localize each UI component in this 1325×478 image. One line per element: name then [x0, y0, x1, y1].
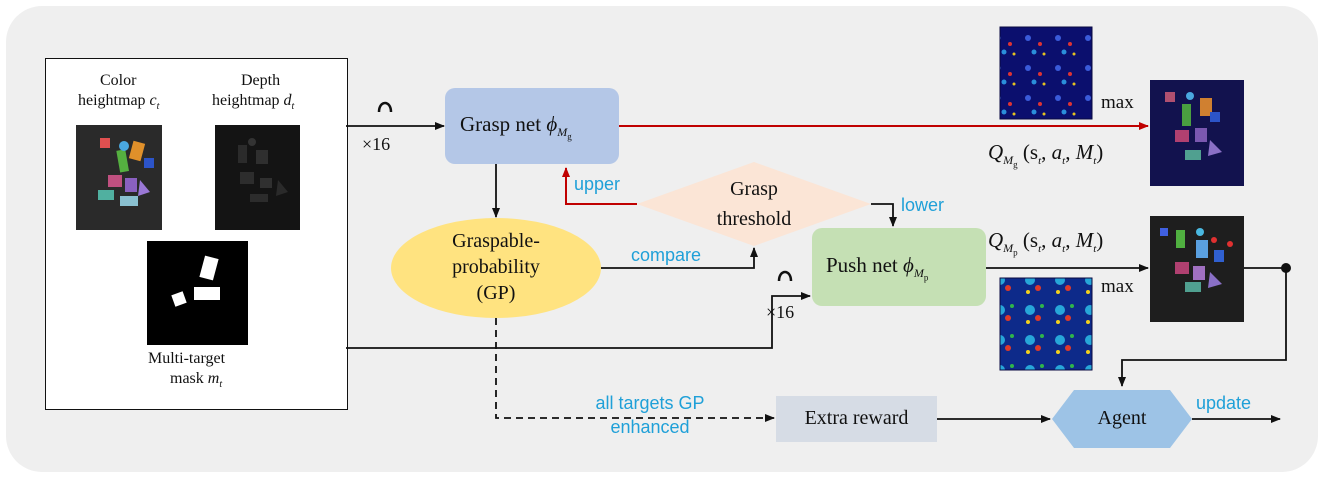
- agent-label: Agent: [1097, 407, 1147, 429]
- mask-title: Multi-target: [148, 350, 226, 367]
- rotations-label-push: ×16: [766, 302, 795, 322]
- q-push-label: QMp (st, at, Mt): [988, 228, 1104, 258]
- rotations-label-grasp: ×16: [362, 134, 391, 154]
- mask-image: [147, 241, 248, 345]
- max-label-push: max: [1101, 276, 1134, 297]
- q-grasp-label: QMg (st, at, Mt): [988, 140, 1104, 170]
- rotation-arc-icon-2: [777, 270, 793, 282]
- color-heightmap-title: Color: [100, 72, 137, 89]
- grasp-net-label: Grasp net ϕMg: [460, 112, 572, 142]
- gp-label: Graspable- probability (GP): [452, 230, 540, 304]
- input-panel: [45, 58, 348, 410]
- upper-label: upper: [574, 174, 621, 194]
- extra-reward-label: Extra reward: [804, 407, 909, 429]
- color-heightmap-subtitle: heightmap ct: [78, 92, 160, 113]
- max-label-grasp: max: [1101, 92, 1134, 113]
- compare-label: compare: [631, 245, 702, 265]
- depth-heightmap-image: [215, 125, 300, 230]
- lower-label: lower: [901, 195, 945, 215]
- push-net-shape: [812, 228, 986, 306]
- push-net-label: Push net ϕMp: [826, 253, 929, 283]
- grasp-output-image: [1150, 80, 1244, 186]
- depth-heightmap-subtitle: heightmap dt: [212, 92, 295, 113]
- gp-shape: [391, 218, 601, 318]
- update-label: update: [1196, 393, 1252, 413]
- rotation-arc-icon: [377, 101, 393, 113]
- extra-reward-shape: [776, 396, 937, 442]
- color-heightmap-image: [76, 125, 162, 230]
- all-targets-label: all targets GP enhanced: [595, 393, 705, 437]
- grasp-net-shape: [445, 88, 619, 164]
- grasp-heatmap-grid: [999, 26, 1093, 120]
- mask-subtitle: mask mt: [170, 370, 223, 391]
- push-output-image: [1150, 216, 1244, 322]
- threshold-shape: [637, 162, 871, 246]
- push-heatmap-grid: [999, 277, 1093, 371]
- agent-shape: [1052, 390, 1192, 448]
- threshold-label: Grasp threshold: [716, 178, 792, 230]
- depth-heightmap-title: Depth: [241, 72, 281, 89]
